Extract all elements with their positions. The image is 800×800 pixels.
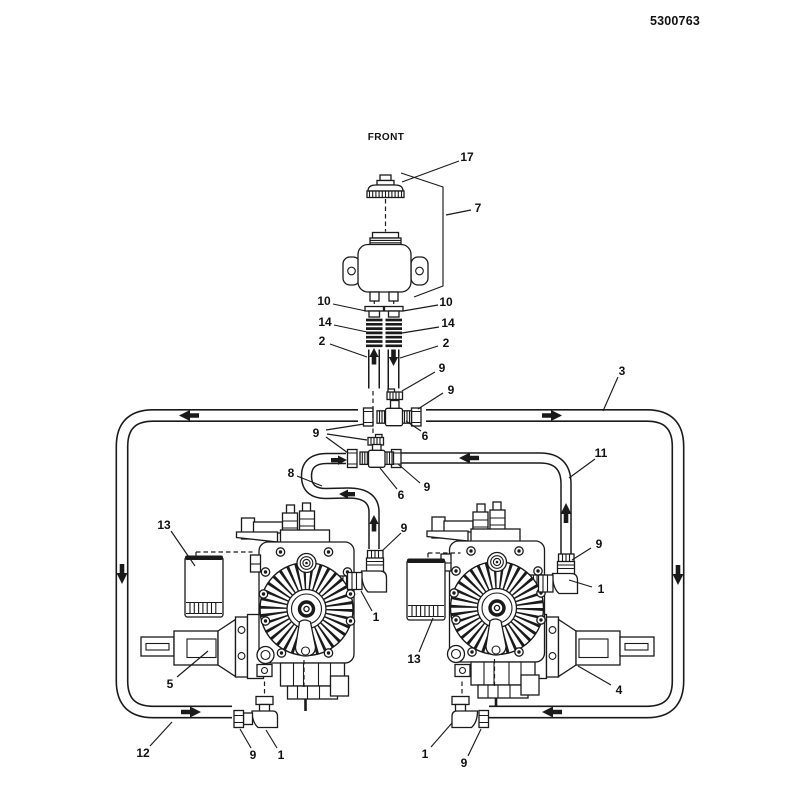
callout-6-upper: 6 <box>422 429 429 443</box>
right-oil-filter <box>406 558 446 621</box>
bottom-left-elbow <box>233 663 279 729</box>
springs <box>366 318 402 348</box>
callout-14-right: 14 <box>441 316 455 330</box>
callout-3: 3 <box>619 364 626 378</box>
callout-10-left: 10 <box>317 294 331 308</box>
left-oil-filter <box>184 555 224 618</box>
callout-4: 4 <box>616 683 623 697</box>
callout-1-right-top: 1 <box>598 582 605 596</box>
callout-13-right: 13 <box>407 652 421 666</box>
callout-12: 12 <box>136 746 150 760</box>
callout-9-tee-left: 9 <box>313 426 320 440</box>
outlet-fittings <box>364 305 404 318</box>
upper-tee-fitting <box>362 388 422 427</box>
left-top-elbow <box>346 549 388 593</box>
callout-9-left-washer: 9 <box>401 521 408 535</box>
hoses <box>115 349 685 719</box>
callout-13-left: 13 <box>157 518 171 532</box>
part-number: 5300763 <box>650 14 700 28</box>
callout-9-bottom-right: 9 <box>461 756 468 770</box>
callout-1-bottom-left: 1 <box>278 748 285 762</box>
callout-9-tee-right: 9 <box>448 383 455 397</box>
callout-1-bottom-right: 1 <box>422 747 429 761</box>
callout-11: 11 <box>595 446 608 460</box>
left-axle <box>140 613 265 680</box>
callout-5: 5 <box>167 677 174 691</box>
right-top-elbow <box>537 553 579 595</box>
flow-arrows <box>116 348 684 718</box>
left-transaxle <box>237 503 355 711</box>
callout-2-left: 2 <box>319 334 326 348</box>
right-axle <box>529 613 655 680</box>
bottom-right-elbow <box>451 663 490 729</box>
callout-17: 17 <box>460 150 474 164</box>
labels: 5300763 FRONT 17 7 10 10 14 14 2 2 9 9 3… <box>136 14 700 770</box>
callout-9-lower-right: 9 <box>424 480 431 494</box>
callout-14-left: 14 <box>318 315 332 329</box>
reservoir-cap <box>366 174 405 199</box>
callout-9-tee-top: 9 <box>439 361 446 375</box>
leader-lines <box>149 160 619 757</box>
front-label: FRONT <box>368 132 404 143</box>
callout-1-left-top: 1 <box>373 610 380 624</box>
callout-2-right: 2 <box>443 336 450 350</box>
reservoir-assembly <box>342 174 429 348</box>
callout-9-right-washer: 9 <box>596 537 603 551</box>
dashed-lines <box>195 199 463 696</box>
callout-9-bottom-left: 9 <box>250 748 257 762</box>
lower-tee-fitting <box>346 433 402 469</box>
reservoir-tank <box>342 231 429 302</box>
callout-8: 8 <box>288 466 295 480</box>
callout-6-lower: 6 <box>398 488 405 502</box>
callout-7: 7 <box>475 201 482 215</box>
callout-10-right: 10 <box>439 295 453 309</box>
